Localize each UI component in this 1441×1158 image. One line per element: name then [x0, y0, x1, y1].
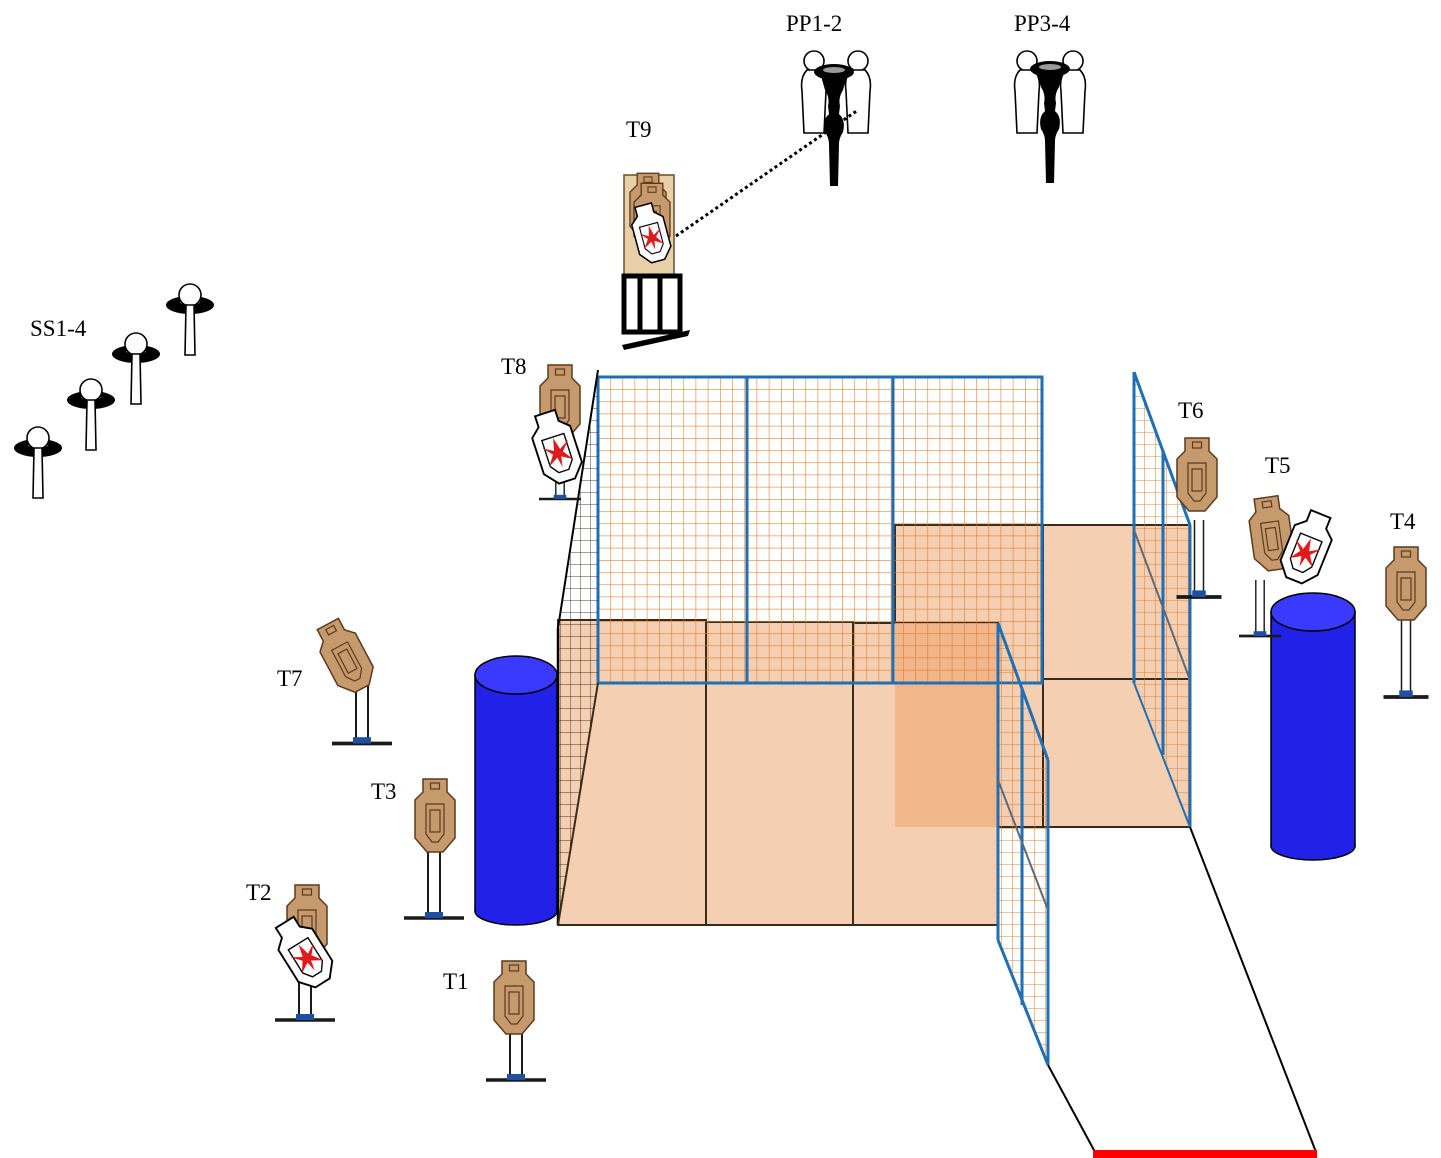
label-t9: T9: [626, 117, 652, 142]
cardboard-target-icon: [1176, 437, 1218, 512]
pepper-poppers-1-2: [800, 50, 872, 186]
target-t2: [266, 884, 341, 1022]
target-t1: [484, 960, 548, 1082]
label-t2: T2: [246, 880, 272, 905]
steel-plate-icon: [13, 426, 63, 499]
mesh-wall-left: [556, 369, 599, 926]
label-pp1-2: PP1-2: [786, 11, 842, 36]
steel-plate-icon: [66, 378, 116, 451]
target-t7: [309, 613, 394, 746]
steel-plate-icon: [111, 332, 161, 405]
label-t5: T5: [1265, 453, 1291, 478]
steel-plate-icon: [165, 283, 215, 356]
barrel-right: [1270, 592, 1356, 861]
stand: [402, 846, 466, 920]
mesh-wall-top: [596, 375, 1044, 685]
pepper-popper-icon: [800, 50, 828, 134]
label-t4: T4: [1390, 509, 1416, 534]
label-t7: T7: [277, 666, 303, 691]
mesh-wall-right: [1132, 371, 1192, 828]
label-pp3-4: PP3-4: [1014, 11, 1071, 36]
activation-line: [675, 108, 859, 238]
pepper-popper-icon: [844, 50, 872, 134]
label-t3: T3: [371, 779, 397, 804]
target-t4: [1381, 546, 1431, 699]
cardboard-target-icon: [414, 778, 456, 853]
target-t9: [621, 172, 690, 350]
pepper-popper-icon: [1059, 50, 1087, 134]
barrel-left: [474, 655, 558, 926]
pepper-poppers-3-4: [1013, 50, 1087, 183]
label-t8: T8: [501, 354, 527, 379]
label-t6: T6: [1178, 398, 1204, 423]
stand: [1381, 618, 1431, 699]
target-t8: [525, 364, 588, 501]
shooting-area-left-line: [1047, 1064, 1096, 1153]
pepper-popper-icon: [1013, 50, 1041, 134]
cardboard-target-icon: [309, 613, 381, 699]
cardboard-target-icon: [1385, 546, 1427, 621]
shooting-area-right-line: [1189, 826, 1317, 1153]
label-ss1-4: SS1-4: [30, 316, 87, 341]
fault-line: [1093, 1150, 1317, 1158]
label-t1: T1: [443, 969, 469, 994]
mesh-wall-center: [996, 622, 1050, 1066]
cardboard-target-icon: [493, 960, 535, 1035]
target-t3: [402, 778, 466, 920]
